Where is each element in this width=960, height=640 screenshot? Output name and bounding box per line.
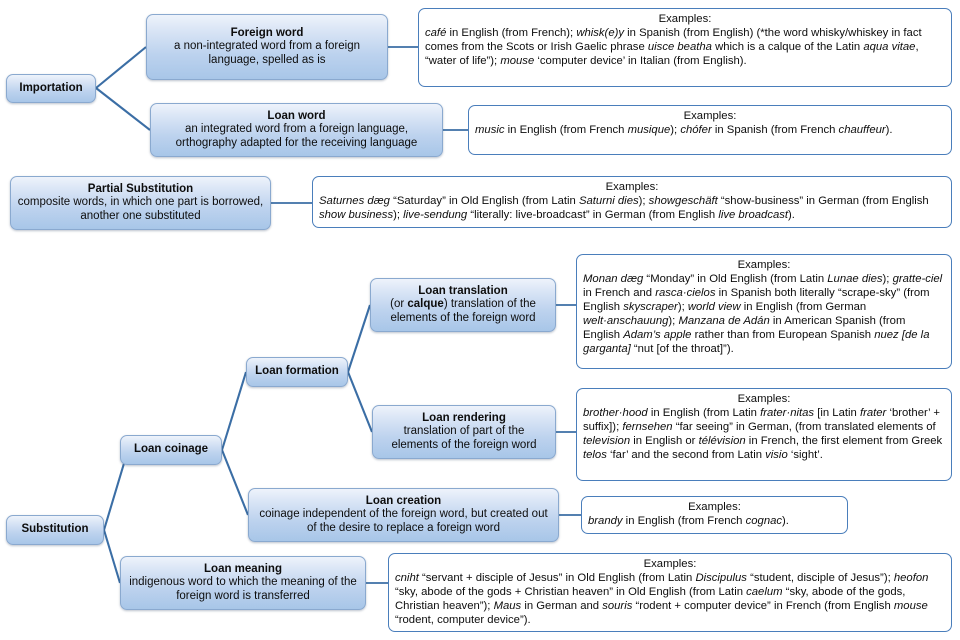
examples-loan-translation-text: Monan dæg “Monday” in Old English (from … <box>583 273 943 356</box>
node-foreign-word-desc: a non-integrated word from a foreign lan… <box>173 40 361 66</box>
node-loan-creation-title: Loan creation <box>365 494 442 507</box>
examples-loan-meaning: Examples: cniht “servant + disciple of J… <box>388 553 952 632</box>
node-loan-translation[interactable]: Loan translation (or calque) translation… <box>370 278 556 332</box>
examples-loan-meaning-text: cniht “servant + disciple of Jesus” in O… <box>395 572 929 627</box>
examples-loan-word: Examples: music in English (from French … <box>468 105 952 155</box>
examples-loan-word-text: music in English (from French musique); … <box>475 124 893 137</box>
node-loan-formation-title: Loan formation <box>255 365 339 378</box>
node-loan-meaning-desc: indigenous word to which the meaning of … <box>129 576 357 602</box>
node-loan-creation[interactable]: Loan creation coinage independent of the… <box>248 488 559 542</box>
node-loan-rendering[interactable]: Loan rendering translation of part of th… <box>372 405 556 459</box>
examples-partial-substitution-text: Saturnes dæg “Saturday” in Old English (… <box>319 195 929 222</box>
examples-heading: Examples: <box>688 501 741 513</box>
node-loan-translation-title: Loan translation <box>418 284 508 297</box>
examples-heading: Examples: <box>658 13 712 25</box>
node-partial-substitution[interactable]: Partial Substitution composite words, in… <box>10 176 271 230</box>
node-partial-substitution-desc: composite words, in which one part is bo… <box>17 196 264 222</box>
node-substitution[interactable]: Substitution <box>6 515 104 545</box>
node-loan-rendering-title: Loan rendering <box>422 411 506 424</box>
node-partial-substitution-title: Partial Substitution <box>87 182 194 195</box>
examples-partial-substitution: Examples: Saturnes dæg “Saturday” in Old… <box>312 176 952 228</box>
node-loan-word-title: Loan word <box>267 109 326 122</box>
examples-heading: Examples: <box>643 558 697 570</box>
node-loan-creation-desc: coinage independent of the foreign word,… <box>259 508 548 534</box>
node-loan-meaning-title: Loan meaning <box>204 562 282 575</box>
examples-loan-creation: Examples: brandy in English (from French… <box>581 496 848 534</box>
node-loan-word[interactable]: Loan word an integrated word from a fore… <box>150 103 443 157</box>
examples-heading: Examples: <box>737 393 791 405</box>
examples-heading: Examples: <box>683 110 737 122</box>
node-loan-word-desc: an integrated word from a foreign langua… <box>175 123 418 149</box>
node-loan-rendering-desc: translation of part of the elements of t… <box>391 425 537 451</box>
node-foreign-word[interactable]: Foreign word a non-integrated word from … <box>146 14 388 80</box>
node-loan-coinage[interactable]: Loan coinage <box>120 435 222 465</box>
examples-loan-translation: Examples: Monan dæg “Monday” in Old Engl… <box>576 254 952 369</box>
examples-loan-creation-text: brandy in English (from French cognac). <box>588 515 789 528</box>
node-loan-coinage-title: Loan coinage <box>133 443 209 456</box>
examples-heading: Examples: <box>605 181 659 193</box>
examples-loan-rendering: Examples: brother·hood in English (from … <box>576 388 952 481</box>
node-importation[interactable]: Importation <box>6 74 96 103</box>
node-substitution-title: Substitution <box>21 523 89 536</box>
node-foreign-word-title: Foreign word <box>230 26 304 39</box>
node-loan-meaning[interactable]: Loan meaning indigenous word to which th… <box>120 556 366 610</box>
node-loan-translation-desc: (or calque) translation of the elements … <box>390 298 536 324</box>
examples-foreign-word: Examples: café in English (from French);… <box>418 8 952 87</box>
examples-loan-rendering-text: brother·hood in English (from Latin frat… <box>583 407 943 462</box>
examples-foreign-word-text: café in English (from French); whisk(e)y… <box>425 27 922 68</box>
node-importation-title: Importation <box>19 81 83 94</box>
node-loan-formation[interactable]: Loan formation <box>246 357 348 387</box>
examples-heading: Examples: <box>737 259 791 271</box>
